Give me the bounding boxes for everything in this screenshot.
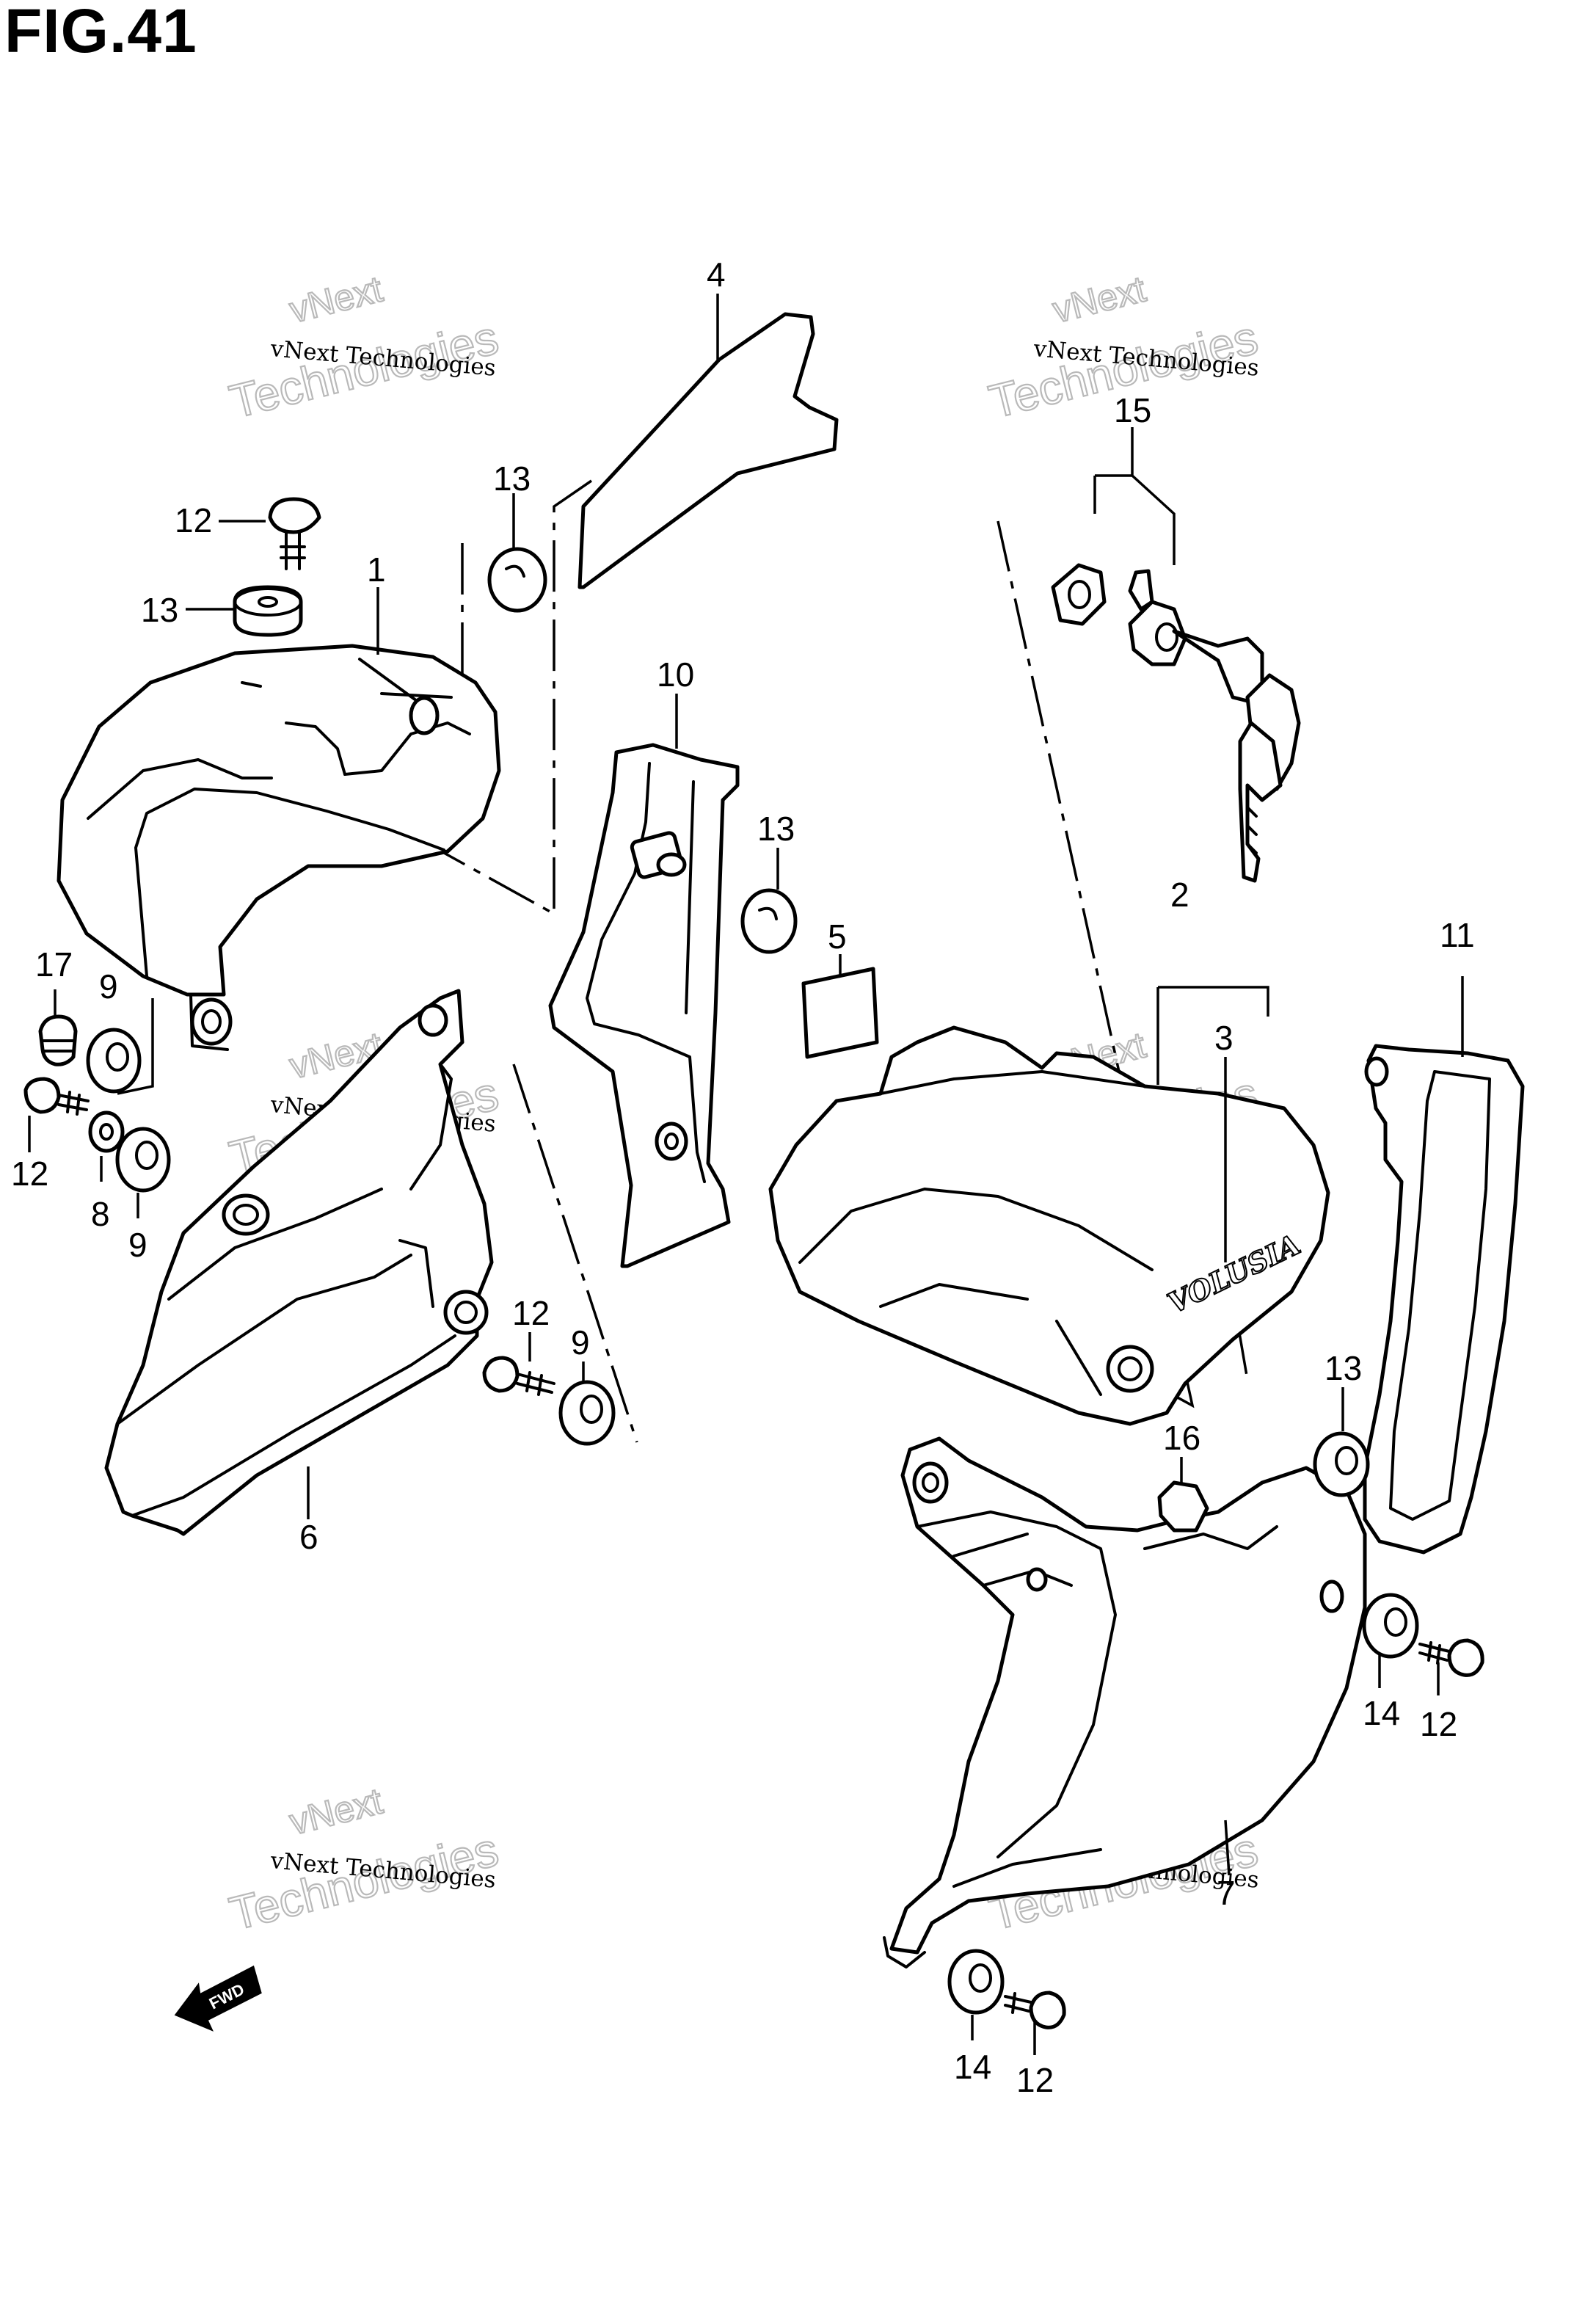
callout-12: 12 <box>1016 2061 1054 2099</box>
callout-6: 6 <box>299 1518 318 1556</box>
callout-numbers: 4 13 12 13 1 10 13 15 2 3 5 11 17 9 12 8… <box>11 255 1475 2099</box>
part-6-left-side-cover <box>104 989 494 1536</box>
part-2-right-frame-cover: VOLUSIA <box>768 1025 1330 1426</box>
part-5-label <box>801 967 879 1059</box>
callout-4: 4 <box>707 255 726 294</box>
callout-17: 17 <box>35 945 73 984</box>
svg-text:vNext: vNext <box>1049 268 1150 330</box>
svg-text:vNext: vNext <box>285 1780 387 1842</box>
callout-13: 13 <box>141 591 178 629</box>
callout-3: 3 <box>1214 1019 1234 1057</box>
callout-7: 7 <box>1217 1874 1236 1912</box>
callout-1: 1 <box>367 550 386 589</box>
callout-13: 13 <box>757 810 795 848</box>
callout-5: 5 <box>828 917 847 956</box>
watermark-bottom-left: vNext Technologies vNext Technologies <box>224 1779 504 1941</box>
callout-16: 16 <box>1163 1419 1200 1457</box>
svg-text:vNext: vNext <box>285 268 387 330</box>
callout-10: 10 <box>657 655 694 694</box>
callout-11: 11 <box>1440 916 1475 954</box>
callout-9: 9 <box>99 967 118 1006</box>
part-10-left-bracket <box>548 743 740 1268</box>
callout-13: 13 <box>493 459 531 498</box>
leader-lines <box>28 294 1464 2055</box>
callout-12: 12 <box>512 1294 550 1332</box>
callout-8: 8 <box>91 1195 110 1233</box>
part-1-left-frame-cover <box>57 644 501 1051</box>
callout-9: 9 <box>571 1323 590 1362</box>
hardware <box>23 497 1484 2029</box>
callout-15: 15 <box>1114 391 1151 429</box>
callout-12: 12 <box>175 501 212 539</box>
callout-12: 12 <box>11 1155 48 1193</box>
callout-13: 13 <box>1324 1349 1362 1387</box>
figure-title: FIG.41 <box>4 0 197 65</box>
callout-2: 2 <box>1170 876 1189 914</box>
callout-9: 9 <box>128 1226 147 1264</box>
part-11-right-bracket <box>1363 1044 1525 1555</box>
part-15-lock-set <box>1051 563 1301 883</box>
forward-arrow-icon: FWD <box>174 1965 262 2032</box>
part-4-upper-bracket <box>577 312 839 589</box>
callout-12: 12 <box>1420 1705 1457 1743</box>
watermark-top-left: vNext Technologies vNext Technologies <box>224 267 504 429</box>
callout-14: 14 <box>954 2048 991 2086</box>
callout-14: 14 <box>1363 1694 1400 1732</box>
